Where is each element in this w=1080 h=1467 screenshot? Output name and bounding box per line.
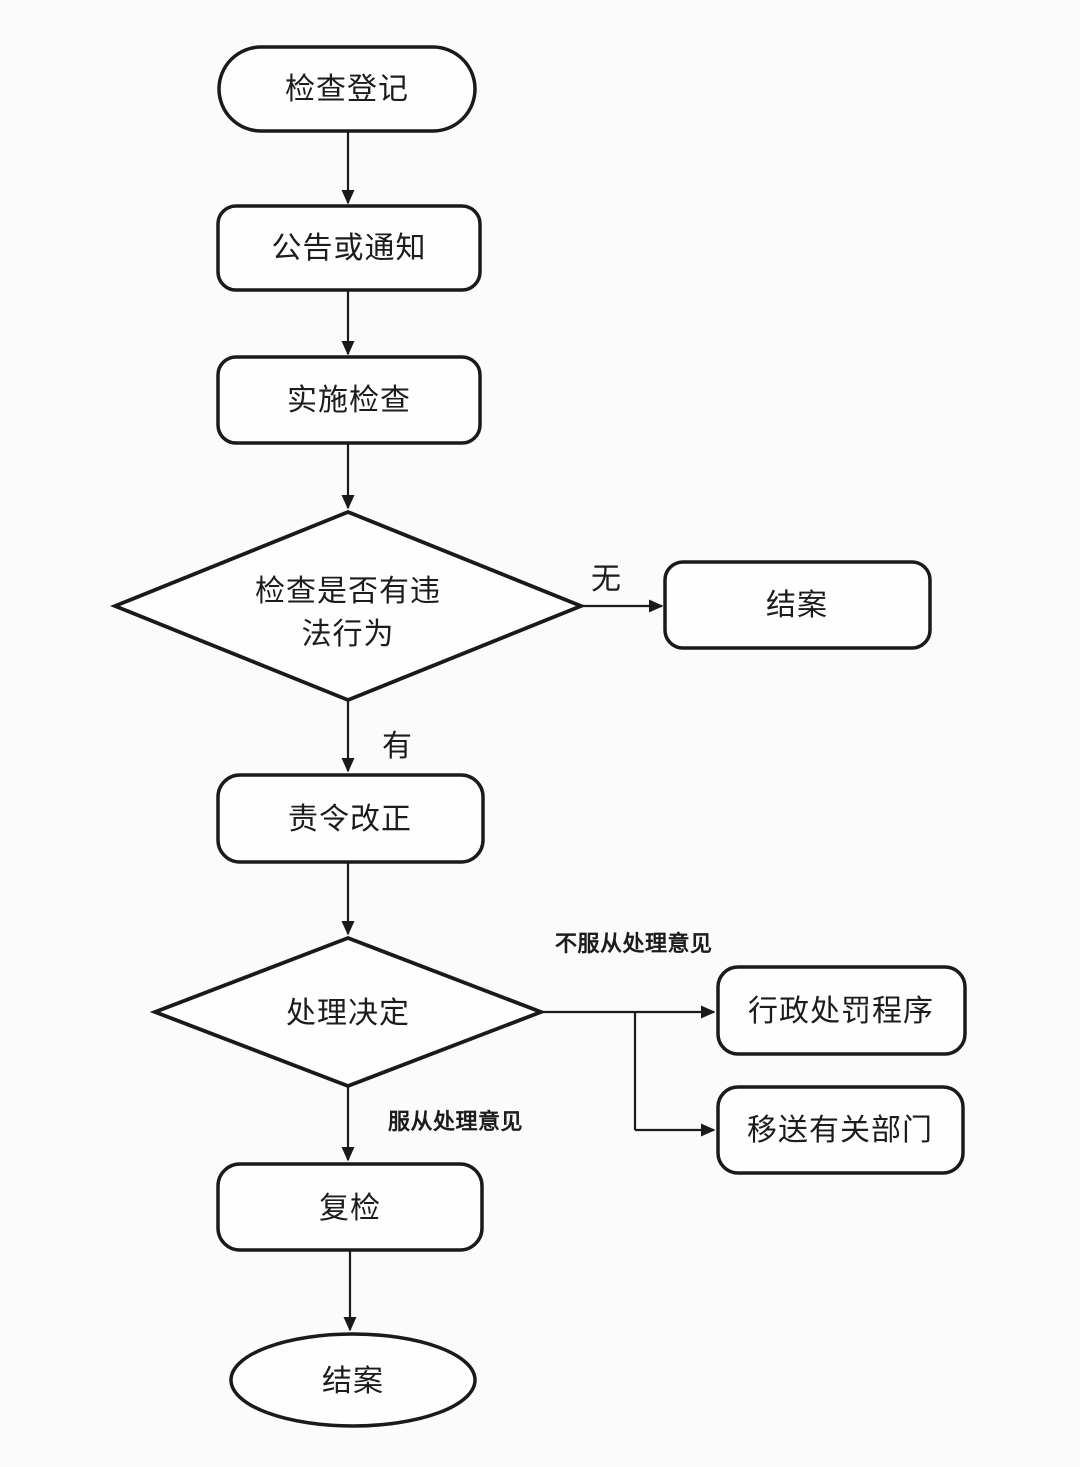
- node-start: 检查登记: [217, 45, 477, 133]
- inspect-process-shape: [216, 355, 482, 445]
- notice-label: 公告或通知: [272, 232, 427, 265]
- node-handling-decision: 处理决定: [149, 935, 547, 1089]
- node-admin-penalty-procedure: 行政处罚程序: [716, 965, 967, 1056]
- start-terminator-shape: [217, 45, 477, 133]
- node-inspect: 实施检查: [216, 355, 482, 445]
- close-case-no-violation-shape: [663, 560, 932, 650]
- edge-label-obey-opinion: 服从处理意见: [388, 1109, 523, 1134]
- recheck-label: 复检: [319, 1192, 381, 1225]
- edge-label-disobey-opinion: 不服从处理意见: [555, 931, 713, 956]
- edge-label-no-violation: 无: [591, 563, 621, 596]
- inspect-label: 实施检查: [287, 384, 411, 417]
- node-violation-decision: 检查是否有违 法行为: [109, 509, 587, 703]
- violation-decision-diamond-shape: [109, 509, 587, 703]
- order-correction-shape: [216, 773, 485, 864]
- close-case-end-label: 结案: [322, 1365, 384, 1398]
- violation-decision-label-line1: 检查是否有违: [255, 575, 441, 608]
- close-case-end-ellipse-shape: [229, 1332, 477, 1428]
- node-recheck: 复检: [216, 1162, 484, 1252]
- node-close-case-no-violation: 结案: [663, 560, 932, 650]
- notice-process-shape: [216, 204, 482, 292]
- handling-decision-label: 处理决定: [286, 997, 410, 1030]
- edge-label-has-violation: 有: [382, 730, 412, 763]
- node-transfer-related-department: 移送有关部门: [716, 1085, 965, 1175]
- node-close-case-end: 结案: [229, 1332, 477, 1428]
- handling-decision-diamond-shape: [149, 935, 547, 1089]
- order-correction-label: 责令改正: [288, 803, 412, 836]
- violation-decision-label-line2: 法行为: [302, 618, 395, 651]
- close-case-no-violation-label: 结案: [766, 589, 828, 622]
- node-order-correction: 责令改正: [216, 773, 485, 864]
- admin-penalty-procedure-label: 行政处罚程序: [748, 995, 934, 1028]
- transfer-related-department-label: 移送有关部门: [747, 1114, 933, 1147]
- node-notice: 公告或通知: [216, 204, 482, 292]
- recheck-shape: [216, 1162, 484, 1252]
- start-label: 检查登记: [285, 73, 409, 106]
- admin-penalty-procedure-shape: [716, 965, 967, 1056]
- transfer-related-department-shape: [716, 1085, 965, 1175]
